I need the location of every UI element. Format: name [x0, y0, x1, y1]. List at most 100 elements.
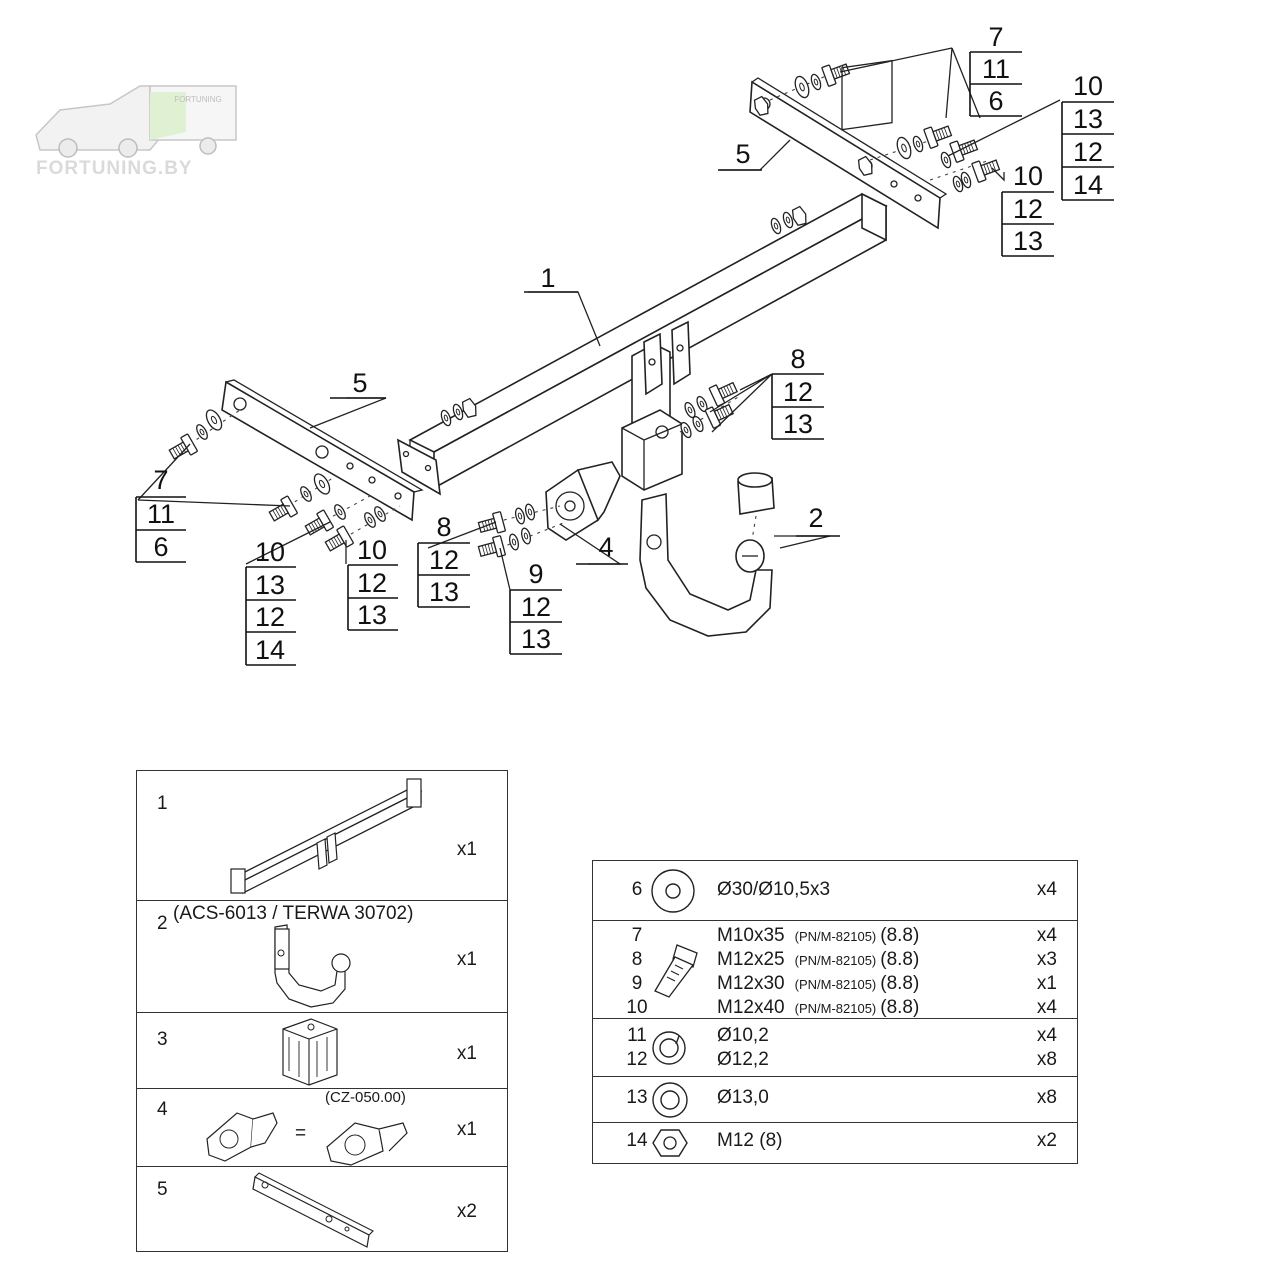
mounting-block-icon — [282, 1018, 338, 1086]
hardware-quantity: x8 — [1036, 1087, 1057, 1108]
svg-text:13: 13 — [1073, 104, 1103, 134]
hardware-description: Ø10,2 — [717, 1025, 769, 1046]
part-quantity: x1 — [456, 1043, 477, 1064]
svg-text:14: 14 — [1073, 170, 1103, 200]
part-number: 4 — [157, 1099, 168, 1120]
svg-text:10: 10 — [357, 535, 387, 565]
equals-sign: = — [295, 1123, 307, 1144]
tow-ball-icon — [274, 924, 351, 1008]
socket-plate — [476, 377, 741, 562]
hardware-row-spring-washers: 11 Ø10,2 x4 12 Ø12,2 x8 — [593, 1019, 1077, 1077]
svg-text:13: 13 — [429, 577, 459, 607]
spring-washer-icon — [652, 1031, 686, 1065]
svg-text:12: 12 — [1073, 137, 1103, 167]
hardware-quantity: x4 — [1036, 879, 1057, 900]
side-bracket-icon — [252, 1172, 374, 1248]
svg-text:9: 9 — [528, 559, 543, 589]
tow-ball-assembly — [639, 472, 775, 637]
parts-row-4: 4 (CZ-050.00) = x1 — [137, 1089, 507, 1167]
parts-row-5: 5 x2 — [137, 1167, 507, 1251]
svg-text:12: 12 — [1013, 194, 1043, 224]
parts-row-1: 1 x1 — [137, 771, 507, 901]
svg-text:12: 12 — [255, 602, 285, 632]
svg-text:6: 6 — [153, 532, 168, 562]
hardware-line: 9 M12x30 (PN/M-82105)(8.8) x1 — [593, 973, 1077, 997]
part-quantity: x2 — [456, 1201, 477, 1222]
left-side-bracket — [221, 379, 424, 522]
hardware-number: 6 — [631, 879, 643, 900]
svg-text:8: 8 — [436, 512, 451, 542]
hardware-quantity: x1 — [1036, 973, 1057, 994]
parts-row-2: 2 (ACS-6013 / TERWA 30702) x1 — [137, 901, 507, 1013]
hardware-quantity: x4 — [1036, 1025, 1057, 1046]
svg-text:13: 13 — [521, 624, 551, 654]
hardware-number: 10 — [626, 997, 648, 1018]
svg-text:12: 12 — [357, 568, 387, 598]
svg-text:12: 12 — [783, 377, 813, 407]
svg-text:11: 11 — [147, 499, 175, 529]
svg-text:13: 13 — [1013, 226, 1043, 256]
svg-text:5: 5 — [735, 139, 750, 169]
part-quantity: x1 — [456, 1119, 477, 1140]
flat-washer-icon — [651, 869, 695, 913]
hardware-standard: (PN/M-82105) — [794, 929, 877, 944]
svg-text:13: 13 — [255, 570, 285, 600]
hardware-standard: (PN/M-82105) — [794, 953, 877, 968]
svg-text:7: 7 — [153, 465, 168, 495]
hardware-grade: (8.8) — [880, 997, 920, 1018]
part-reference: (CZ-050.00) — [325, 1089, 406, 1106]
hardware-row-flat-washer: 6 Ø30/Ø10,5x3 x4 — [593, 861, 1077, 921]
hardware-line: 12 Ø12,2 x8 — [593, 1049, 1077, 1073]
hardware-standard: (PN/M-82105) — [794, 1001, 877, 1016]
washer-icon — [652, 1082, 688, 1118]
hardware-description: Ø30/Ø10,5x3 — [717, 879, 831, 900]
part-reference: (ACS-6013 / TERWA 30702) — [173, 903, 414, 924]
hardware-description: M12x30 — [717, 973, 785, 994]
svg-text:2: 2 — [808, 503, 823, 533]
hardware-row-bolts: 7 M10x35(PN/M-82105)(8.8) x4 8 M12x25(PN… — [593, 921, 1077, 1019]
right-bracket-hardware — [751, 58, 1002, 194]
svg-text:12: 12 — [521, 592, 551, 622]
svg-text:12: 12 — [429, 545, 459, 575]
hardware-number: 7 — [631, 925, 643, 946]
hardware-quantity: x4 — [1036, 997, 1057, 1018]
hardware-line: 6 Ø30/Ø10,5x3 x4 — [593, 879, 1077, 903]
hardware-line: 10 M12x40 (PN/M-82105)(8.8) x4 — [593, 997, 1077, 1021]
parts-table: 1 x1 2 (ACS-6013 / TERWA 30702) x1 3 — [136, 770, 508, 1252]
socket-plate-icon — [206, 1112, 278, 1162]
hardware-number: 11 — [627, 1025, 647, 1046]
hardware-number: 9 — [631, 973, 643, 994]
hardware-description: M12x40 — [717, 997, 785, 1018]
hardware-table: 6 Ø30/Ø10,5x3 x4 7 M10x35(PN/M-82105)(8.… — [592, 860, 1078, 1164]
hardware-number: 8 — [631, 949, 643, 970]
svg-text:10: 10 — [1073, 71, 1103, 101]
hardware-line: 7 M10x35(PN/M-82105)(8.8) x4 — [593, 925, 1077, 949]
svg-text:8: 8 — [790, 344, 805, 374]
parts-row-3: 3 x1 — [137, 1013, 507, 1089]
hardware-number: 13 — [626, 1087, 648, 1108]
part-number: 5 — [157, 1179, 168, 1200]
hardware-description: M12 (8) — [717, 1130, 783, 1151]
svg-text:6: 6 — [988, 86, 1003, 116]
hardware-description: Ø12,2 — [717, 1049, 769, 1070]
svg-text:7: 7 — [988, 22, 1003, 52]
hardware-grade: (8.8) — [880, 973, 920, 994]
hardware-row-washer: 13 Ø13,0 x8 — [593, 1077, 1077, 1123]
hardware-line: 11 Ø10,2 x4 — [593, 1025, 1077, 1049]
hardware-grade: (8.8) — [880, 949, 920, 970]
hardware-line: 13 Ø13,0 x8 — [593, 1087, 1077, 1111]
bolt-icon — [654, 944, 698, 998]
hardware-standard: (PN/M-82105) — [794, 977, 877, 992]
hardware-number: 14 — [626, 1130, 648, 1151]
watermark-brand: FORTUNING.BY — [36, 158, 193, 179]
hardware-quantity: x8 — [1036, 1049, 1057, 1070]
part-quantity: x1 — [456, 839, 477, 860]
part-quantity: x1 — [456, 949, 477, 970]
svg-text:5: 5 — [352, 368, 367, 398]
hardware-description: M10x35 — [717, 925, 785, 946]
hardware-quantity: x3 — [1036, 949, 1057, 970]
watermark-logo: FORTUNING FORTUNING.BY — [35, 85, 237, 179]
svg-text:10: 10 — [1013, 161, 1043, 191]
svg-text:1: 1 — [540, 263, 555, 293]
